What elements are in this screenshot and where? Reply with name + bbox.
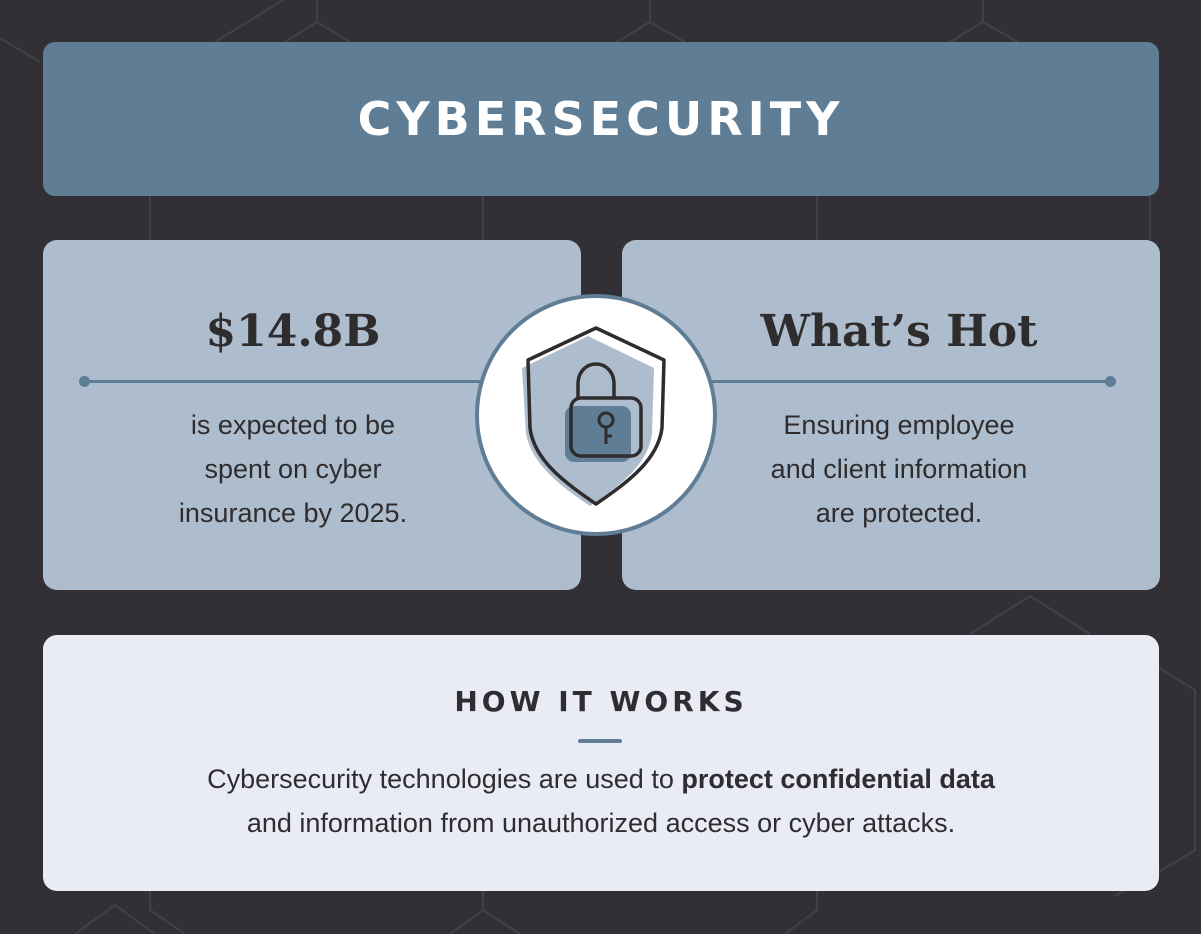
text-plain: Cybersecurity technologies are used to <box>207 764 682 794</box>
text-bold-emphasis: protect confidential data <box>681 764 995 794</box>
shield-badge <box>475 294 717 536</box>
whats-hot-line: Ensuring employee <box>783 410 1015 440</box>
whats-hot-line: are protected. <box>815 498 983 528</box>
how-it-works-text: Cybersecurity technologies are used to p… <box>43 757 1159 845</box>
connector-dot <box>1105 376 1116 387</box>
stat-description-line: spent on cyber <box>204 454 382 484</box>
stat-description: is expected to be spent on cyber insuran… <box>113 403 473 535</box>
title-underline <box>578 739 622 743</box>
connector-line <box>84 380 544 383</box>
how-it-works-card: HOW IT WORKS Cybersecurity technologies … <box>43 635 1159 891</box>
shield-lock-icon <box>522 326 666 506</box>
how-it-works-line-2: and information from unauthorized access… <box>246 808 956 838</box>
whats-hot-heading: What’s Hot <box>760 306 1038 357</box>
how-it-works-line-1: Cybersecurity technologies are used to p… <box>43 757 1159 801</box>
page-title: CYBERSECURITY <box>357 92 845 146</box>
whats-hot-line: and client information <box>770 454 1028 484</box>
how-it-works-title: HOW IT WORKS <box>454 685 748 718</box>
title-banner: CYBERSECURITY <box>43 42 1159 196</box>
stat-description-line: insurance by 2025. <box>178 498 408 528</box>
whats-hot-description: Ensuring employee and client information… <box>722 403 1076 535</box>
stat-description-line: is expected to be <box>190 410 396 440</box>
stat-value: $14.8B <box>205 306 381 357</box>
connector-line <box>702 380 1112 383</box>
